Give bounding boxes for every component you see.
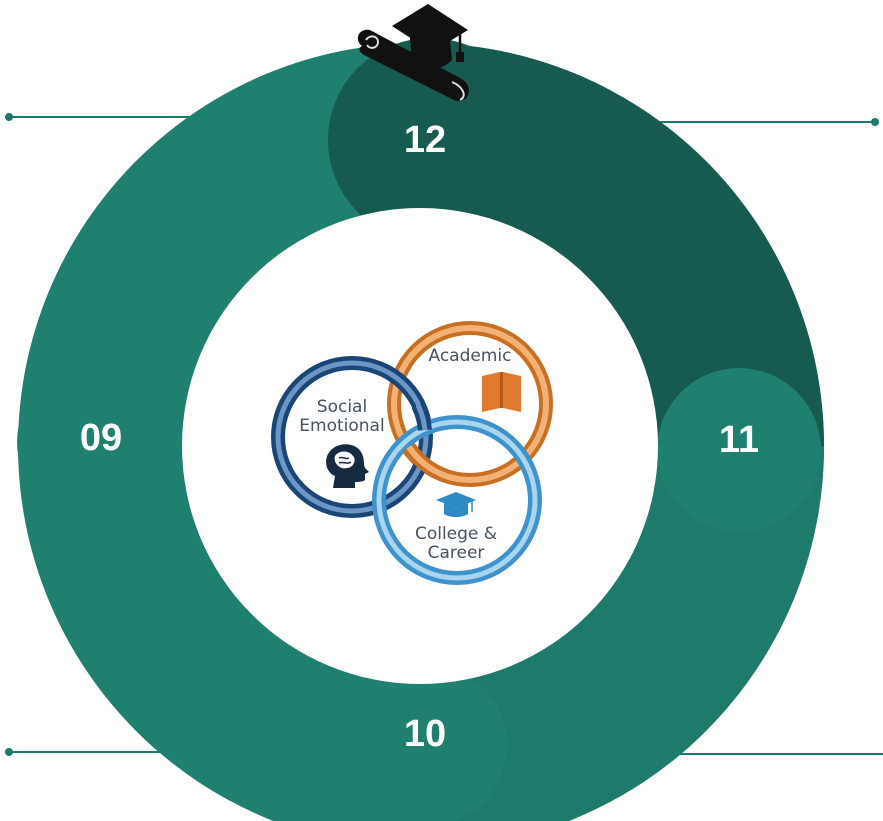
- open-book-icon: [482, 372, 521, 412]
- lobe-10: [343, 663, 507, 821]
- venn-interlock-social-highlight: [415, 403, 428, 431]
- venn-label-college: College &: [415, 524, 497, 544]
- connector-dot-bottom-left: [5, 748, 13, 756]
- mortarboard-icon: [436, 492, 476, 517]
- venn-diagram: Academic Social Emotional College & Care…: [271, 321, 553, 585]
- grade-label-10: 10: [404, 713, 446, 755]
- venn-circle-college-career: [372, 415, 542, 585]
- venn-circle-social-emotional: [271, 356, 433, 518]
- venn-label-academic: Academic: [429, 346, 512, 366]
- venn-label-career: Career: [428, 543, 485, 563]
- venn-interlock-academic-highlight: [406, 445, 448, 479]
- head-brain-icon: [326, 444, 369, 488]
- venn-label-emotional: Emotional: [299, 416, 384, 436]
- grade-label-09: 09: [80, 417, 122, 459]
- lobe-09: [17, 358, 185, 526]
- venn-circle-academic: [387, 321, 553, 487]
- connector-dot-top-left: [5, 113, 13, 121]
- connector-dot-top-right: [871, 118, 879, 126]
- graduation-cap-diploma-icon: [357, 4, 469, 102]
- lobe-11: [657, 368, 821, 532]
- grade-label-12: 12: [404, 119, 446, 161]
- grade-label-11: 11: [719, 419, 759, 461]
- venn-label-social: Social: [317, 397, 367, 417]
